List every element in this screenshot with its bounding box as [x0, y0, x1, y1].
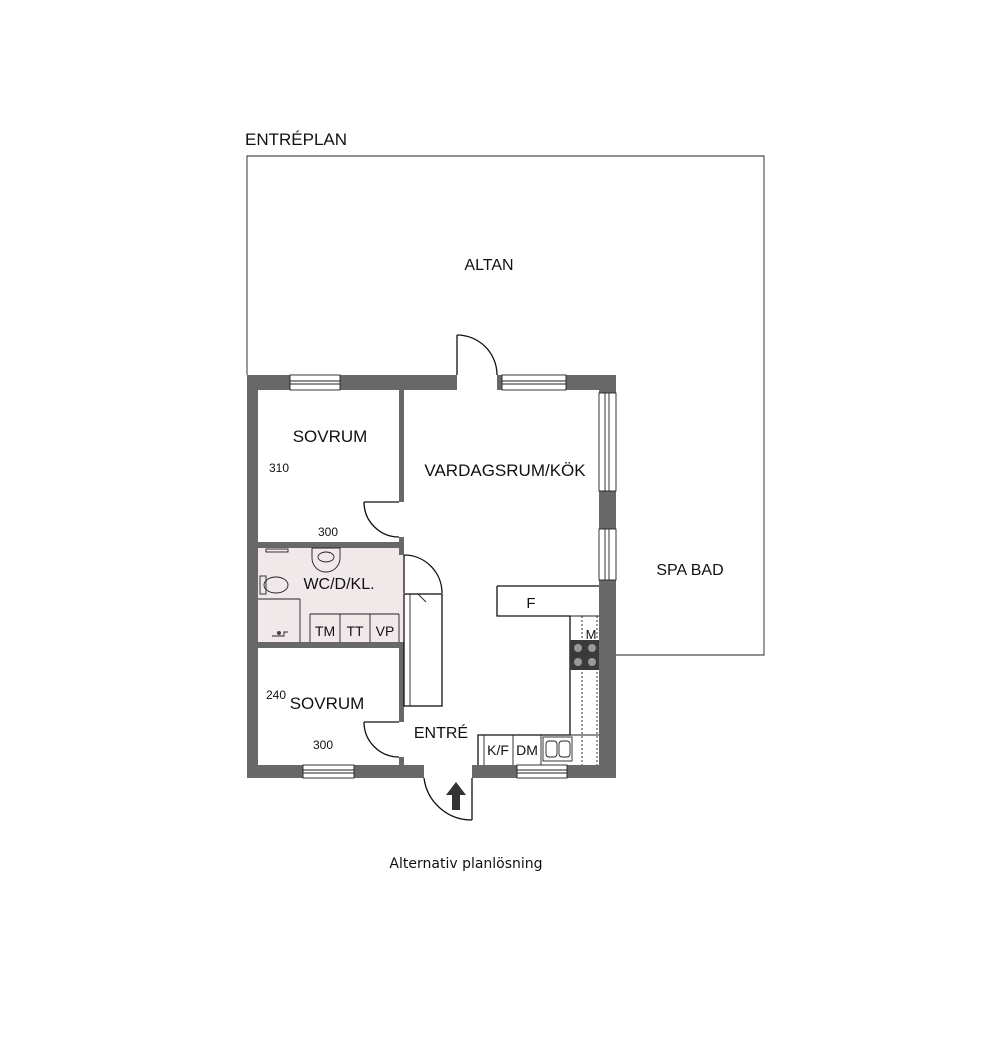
kitchen-sink-icon	[542, 736, 573, 762]
fixture-label-tt: TT	[346, 623, 364, 639]
room-label-spa-bad: SPA BAD	[656, 562, 723, 579]
dimension-bottom-bedroom-depth: 240	[266, 688, 286, 702]
kitchen-counter	[477, 585, 599, 765]
room-label-sovrum-bottom: SOVRUM	[290, 694, 365, 713]
toilet-icon	[259, 575, 289, 595]
plan-title: ENTRÉPLAN	[245, 130, 347, 149]
doors	[363, 334, 498, 821]
dimension-bottom-bedroom-width: 300	[313, 738, 333, 752]
room-label-sovrum-top: SOVRUM	[293, 427, 368, 446]
fixture-label-microwave: M	[586, 627, 597, 642]
sink-icon	[311, 547, 341, 573]
windows	[289, 374, 617, 779]
room-label-wc: WC/D/KL.	[303, 576, 374, 593]
exterior-walls	[247, 375, 616, 778]
fixture-label-vp: VP	[376, 623, 395, 639]
entrance-arrow-icon	[446, 782, 466, 810]
room-label-entre: ENTRÉ	[414, 723, 468, 742]
dimension-top-bedroom-width: 300	[318, 525, 338, 539]
hall-wardrobe	[403, 593, 443, 707]
room-label-vardagsrum-kok: VARDAGSRUM/KÖK	[424, 461, 586, 480]
wc-fixtures	[258, 548, 400, 642]
fixture-label-kf: K/F	[487, 742, 509, 758]
altan-outline	[246, 155, 765, 656]
interior-walls	[258, 390, 404, 765]
fixture-label-tm: TM	[315, 623, 335, 639]
wc-floor	[257, 548, 403, 642]
plan-caption: Alternativ planlösning	[389, 856, 542, 872]
room-label-altan: ALTAN	[464, 257, 513, 274]
dimension-top-bedroom-depth: 310	[269, 461, 289, 475]
fixture-label-fridge: F	[526, 595, 535, 612]
stove-icon	[570, 640, 599, 670]
fixture-label-dm: DM	[516, 742, 538, 758]
faucet-icon	[272, 631, 288, 637]
